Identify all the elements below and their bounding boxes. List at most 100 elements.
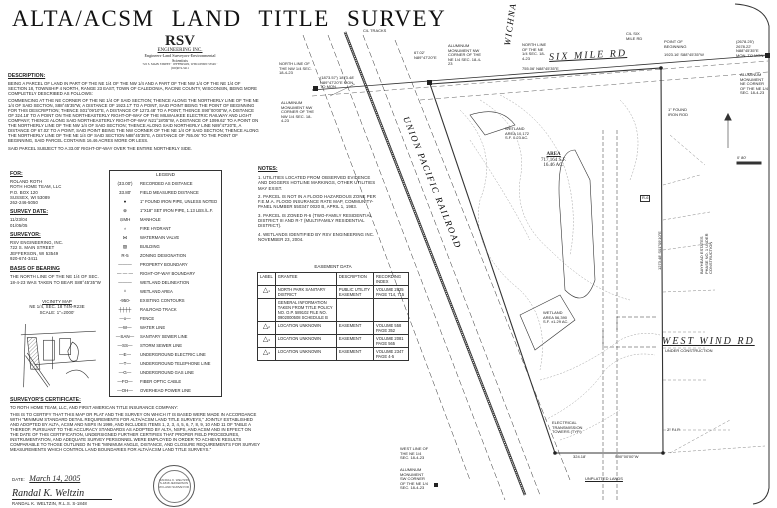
legend-label: RIGHT-OF-WAY BOUNDARY <box>140 271 196 276</box>
description-para-1: BEING A PARCEL OF LAND IN PART OF THE NE… <box>8 81 257 96</box>
legend-label: 1" FOUND IRON PIPE, UNLESS NOTED <box>140 199 218 204</box>
note-item: 1. UTILITIES LOCATED FROM OBSERVED EVIDE… <box>258 175 376 191</box>
legend-item: ⊙MH MANHOLE <box>110 215 221 224</box>
certificate-heading: SURVEYOR'S CERTIFICATE: <box>10 397 81 403</box>
label: 1923.16' S88°45'35"W <box>664 52 704 57</box>
legend-label: EXISTING CONTOURS <box>140 298 185 303</box>
for-line: SUSSEX, WI 53089 <box>10 194 50 200</box>
legend-item: —E— UNDERGROUND ELECTRIC LINE <box>110 350 221 359</box>
signature: Randal K. Weltzin <box>12 488 112 500</box>
legend-item: (33.00') RECORDED AS DISTANCE <box>110 179 221 188</box>
legend-item: ———WETLAND DELINEATION <box>110 278 221 287</box>
description-para-3: SAID PARCEL SUBJECT TO A 33.00' RIGHT-OF… <box>8 146 193 151</box>
legend-label: WATER LINE <box>140 325 166 330</box>
area-title: AREA <box>546 152 561 157</box>
legend-symbol: —T— <box>119 361 131 366</box>
surveyor-line: 722 S. MAIN STREET <box>10 245 55 251</box>
area-sqft: 717,164 S.F. <box>541 157 567 163</box>
legend-symbol: —x— <box>119 316 131 321</box>
vicinity-map: VICINITY MAP NE 1/4, SEC. 18 T4N-R23E SC… <box>12 299 102 394</box>
legend-symbol: —OH— <box>117 388 133 393</box>
description-cell: EASEMENT <box>335 347 375 361</box>
legend-symbol: —SS— <box>117 343 133 348</box>
for-line: ROLAND ROTH <box>10 179 43 184</box>
label: ALUMINUM MONUMENT SW CORNER OF THE NE 1/… <box>400 467 428 491</box>
triangle-label-icon: △ <box>262 323 269 330</box>
for-heading: FOR: <box>10 171 23 177</box>
legend-label: OVERHEAD POWER LINE <box>140 388 191 393</box>
for-line: ROTH HOME TEAM, LLC <box>10 184 62 190</box>
label: 1" FOUND IRON ROD <box>668 107 688 117</box>
area-acres: 16.46 AC. <box>543 163 564 168</box>
scale-label: 0' 80' <box>737 155 747 160</box>
zoning-badge: R-6 <box>640 195 651 202</box>
legend-item: ———PROPERTY BOUNDARY <box>110 260 221 269</box>
survey-date-heading: SURVEY DATE: <box>10 209 49 216</box>
triangle-label-icon: △ <box>262 349 269 356</box>
label: 2" F.I.P. <box>667 427 681 432</box>
legend-item: ●1" FOUND IRON PIPE, UNLESS NOTED <box>110 197 221 206</box>
railroad-label: UNION PACIFIC RAILROAD <box>401 115 463 250</box>
basis-heading: BASIS OF BEARING <box>10 266 60 273</box>
legend-symbol: (33.00') <box>117 181 133 186</box>
basis-text: THE NORTH LINE OF THE NE 1/4 OF SEC. 18-… <box>10 274 101 285</box>
easement-title: EASEMENT DATA <box>314 264 352 269</box>
road-wichna: WICHNA RD <box>502 0 521 46</box>
legend-symbol: 33.80' <box>118 190 132 195</box>
legend-label: FIRE HYDRANT <box>140 226 171 231</box>
client-info: FOR: ROLAND ROTH ROTH HOME TEAM, LLC P.O… <box>10 171 105 285</box>
grantee-cell: LOCATION UNKNOWN <box>274 347 337 361</box>
label: ELECTRICAL TRANSMISSION TOWERS (TYP.) <box>552 420 583 435</box>
legend-symbol: ⊗ <box>123 208 127 213</box>
legend-label: RECORDED AS DISTANCE <box>140 181 193 186</box>
label-number: 1 <box>268 289 270 293</box>
legend-title: LEGEND <box>156 172 175 177</box>
legend-symbol: — — — <box>116 271 133 276</box>
easement-table: LABEL GRANTEE DESCRIPTION RECORDING INDE… <box>257 272 409 361</box>
grantee-cell: GENERAL INFORMATION TAKEN FROM TITLE POL… <box>274 298 337 322</box>
iron-pipe-icon <box>661 451 665 455</box>
label: ALUMINUM MONUMENT NE CORNER OF THE NE 1/… <box>740 72 768 96</box>
legend-symbol: —E— <box>118 352 131 357</box>
label: (2678.25') 2678.22' N88°45'35"E MON. TO … <box>736 39 765 58</box>
legend-label: FIBER OPTIC CABLE <box>140 379 182 384</box>
legend-symbol: ▨ <box>122 244 128 249</box>
label: 755.06' N88°45'35"E <box>522 66 559 71</box>
legend-label: ZONING DESIGNATION <box>140 253 186 258</box>
scale-bar <box>736 161 762 165</box>
legend-label: UNDERGROUND TELEPHONE LINE <box>140 361 211 366</box>
legend-symbol: —FO— <box>117 379 133 384</box>
label: WETLAND AREA 10,172 S.F. 0.23 AC. <box>505 126 530 141</box>
signer-name: RANDAL K. WELTZIN, R.L.S. S-1848 <box>12 501 87 506</box>
legend-label: UNDERGROUND ELECTRIC LINE <box>140 352 206 357</box>
legend-item: —FO— FIBER OPTIC CABLE <box>110 377 221 386</box>
legend-item: -950-EXISTING CONTOURS <box>110 296 221 305</box>
description-section: DESCRIPTION: BEING A PARCEL OF LAND IN P… <box>8 73 260 151</box>
date-label: DATE: <box>12 477 25 482</box>
table-row: GENERAL INFORMATION TAKEN FROM TITLE POL… <box>257 298 409 322</box>
note-item: 4. WETLANDS IDENTIFIED BY RSV ENGINEERIN… <box>258 231 375 242</box>
label: WETLAND AREA 56,390 S.F. ±1.29 AC. <box>543 310 569 325</box>
legend-symbol: ⊙MH <box>119 217 131 222</box>
label: (1873.57') 1873.48' N89°47'20"E MON. TO … <box>320 75 355 90</box>
label-number: 4 <box>268 351 270 355</box>
vicinity-title: VICINITY MAP <box>42 299 72 304</box>
notes-heading: NOTES: <box>258 166 278 172</box>
legend-label: MANHOLE <box>140 217 161 222</box>
road-west-wind: WEST WIND RD <box>662 336 755 347</box>
label: 1273.48' S01°09'10"E <box>657 231 662 270</box>
index-cell <box>373 298 409 322</box>
label: ALUMINUM MONUMENT NW CORNER OF THE NE 1/… <box>448 43 482 67</box>
legend-label: WETLAND AREA <box>140 289 173 294</box>
certificate-to: TO ROTH HOME TEAM, LLC, AND FIRST AMERIC… <box>10 405 178 410</box>
logo-tagline: Engineers-Land Surveyors-Environmental S… <box>144 53 216 63</box>
label: 324.18' <box>573 454 586 459</box>
certificate-text: THIS IS TO CERTIFY THAT THIS MAP OR PLAT… <box>10 412 260 452</box>
surveyor-line: 920-674-3411 <box>10 255 38 261</box>
index-cell: VOLUME 2347 PAGE 4-5 <box>373 347 409 361</box>
wetland-boundary <box>519 294 576 351</box>
label: S90°00'00"W <box>615 454 639 459</box>
seal-text: RANDAL K. WELTZIN S-1848 JEFFERSON WI LA… <box>157 469 191 503</box>
